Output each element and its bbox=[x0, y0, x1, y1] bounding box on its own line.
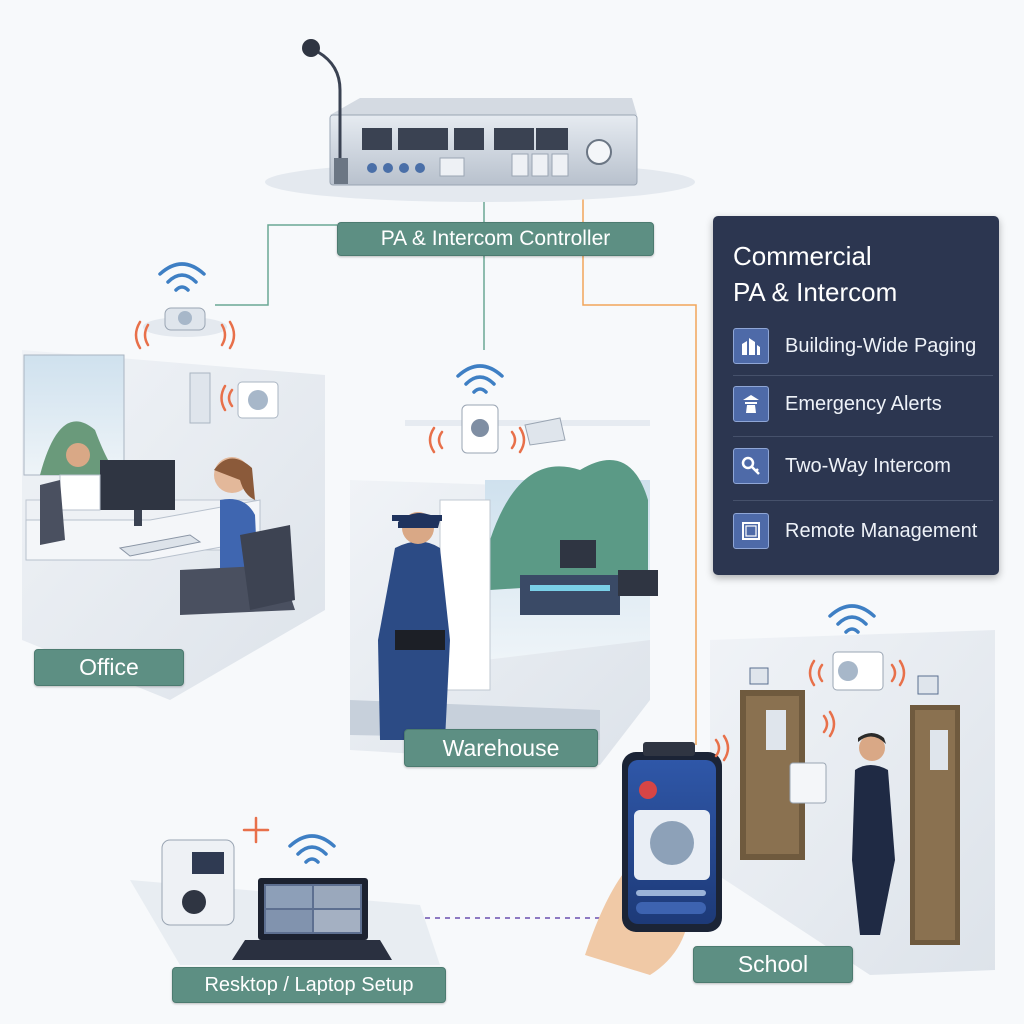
building-icon bbox=[733, 328, 769, 364]
feature-item-paging: Building-Wide Paging bbox=[733, 320, 999, 372]
school-scene bbox=[710, 630, 995, 975]
panel-divider bbox=[733, 436, 993, 437]
feature-label: Emergency Alerts bbox=[785, 392, 942, 415]
office-ceiling-speaker bbox=[143, 307, 227, 337]
wifi-icon-school bbox=[828, 604, 876, 634]
signal-waves bbox=[134, 320, 906, 844]
feature-item-intercom: Two-Way Intercom bbox=[733, 440, 999, 492]
warehouse-label: Warehouse bbox=[404, 729, 598, 767]
feature-label: Remote Management bbox=[785, 519, 978, 542]
laptop-setup bbox=[130, 839, 440, 965]
features-panel: Commercial PA & Intercom Building-Wide P… bbox=[713, 216, 999, 575]
feature-label: Two-Way Intercom bbox=[785, 454, 951, 477]
wifi-icons bbox=[158, 262, 876, 864]
alert-icon bbox=[733, 386, 769, 422]
key-icon bbox=[733, 448, 769, 484]
office-label: Office bbox=[34, 649, 184, 686]
panel-title-line-2: PA & Intercom bbox=[733, 277, 898, 307]
panel-divider bbox=[733, 375, 993, 376]
wifi-icon-warehouse bbox=[456, 364, 504, 394]
smartphone-device bbox=[585, 742, 722, 975]
school-label: School bbox=[693, 946, 853, 983]
controller-label: PA & Intercom Controller bbox=[337, 222, 654, 256]
office-scene bbox=[22, 350, 325, 700]
wifi-icon-laptop bbox=[288, 834, 336, 864]
laptop-setup-label: Resktop / Laptop Setup bbox=[172, 967, 446, 1003]
feature-label: Building-Wide Paging bbox=[785, 334, 977, 357]
controller-unit bbox=[265, 39, 695, 202]
feature-item-alerts: Emergency Alerts bbox=[733, 378, 999, 430]
feature-item-remote: Remote Management bbox=[733, 505, 999, 557]
panel-title-line-1: Commercial bbox=[733, 241, 872, 271]
warehouse-scene bbox=[350, 404, 658, 765]
wifi-icon-office bbox=[158, 262, 206, 292]
panel-divider bbox=[733, 500, 993, 501]
panel-title: Commercial PA & Intercom bbox=[733, 238, 897, 310]
window-icon bbox=[733, 513, 769, 549]
